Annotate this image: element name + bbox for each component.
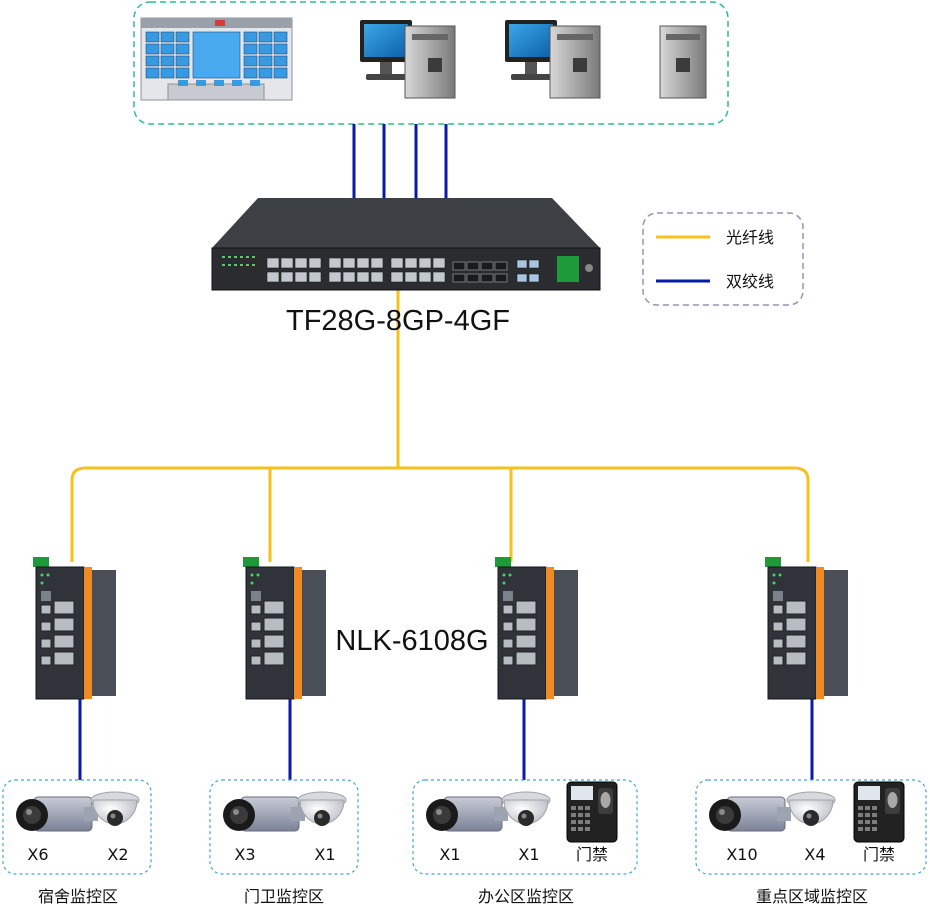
device-count: X6 [27, 845, 48, 864]
computer-icon [360, 20, 456, 99]
access-control-icon [566, 781, 618, 843]
zone-box [209, 779, 359, 875]
device-count: X4 [804, 845, 825, 864]
edge-switch [32, 556, 117, 700]
zone-name: 门卫监控区 [244, 887, 324, 906]
device-count: X2 [107, 845, 128, 864]
server-icon [659, 25, 707, 99]
zone-name: 重点区域监控区 [756, 887, 868, 906]
device-count: X1 [518, 845, 539, 864]
access-control-icon [853, 781, 905, 843]
device-count: X1 [439, 845, 460, 864]
device-count: 门禁 [863, 845, 895, 864]
zone-box [695, 779, 927, 875]
zone-box [412, 779, 638, 875]
legend-twisted-pair-label: 双绞线 [726, 272, 774, 291]
fiber-links [70, 290, 810, 562]
box-camera-icon [222, 796, 306, 832]
dome-camera-icon [90, 791, 140, 827]
zone-name: 宿舍监控区 [38, 887, 118, 906]
box-camera-icon [425, 796, 509, 832]
device-count: X10 [726, 845, 757, 864]
legend: 光纤线 双绞线 [642, 212, 804, 306]
dome-camera-icon [297, 791, 347, 827]
box-camera-icon [15, 796, 99, 832]
fiber-bus [70, 466, 810, 562]
zone-box [2, 779, 152, 875]
device-count: X1 [314, 845, 335, 864]
computer-icon [505, 20, 601, 99]
edge-switch-model: NLK-6108G [335, 625, 488, 657]
zone-name: 办公区监控区 [478, 887, 574, 906]
box-camera-icon [708, 796, 792, 832]
edge-switch [764, 556, 849, 700]
dome-camera-icon [786, 791, 836, 827]
dome-camera-icon [501, 791, 551, 827]
legend-fiber-label: 光纤线 [726, 228, 774, 247]
edge-switch [494, 556, 579, 700]
device-count: X3 [234, 845, 255, 864]
device-count: 门禁 [576, 845, 608, 864]
twisted-pair-links-top [352, 124, 448, 200]
edge-switch [242, 556, 327, 700]
video-wall-icon [140, 17, 293, 101]
core-switch-model: TF28G-8GP-4GF [286, 305, 510, 337]
twisted-pair-links-bottom [78, 699, 814, 780]
server-room-group [133, 1, 729, 125]
core-switch [211, 198, 601, 291]
